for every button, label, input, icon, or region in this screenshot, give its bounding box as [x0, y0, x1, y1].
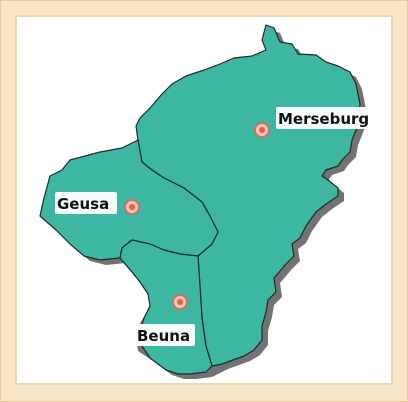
- region-beuna[interactable]: [119, 239, 213, 375]
- label-bg-merseburg: [276, 107, 372, 129]
- marker-beuna[interactable]: [172, 294, 188, 310]
- marker-merseburg[interactable]: [254, 122, 270, 138]
- label-bg-geusa: [55, 192, 117, 214]
- place-label-merseburg: Merseburg: [278, 110, 369, 128]
- place-label-beuna: Beuna: [137, 327, 190, 345]
- label-bg-beuna: [135, 324, 195, 346]
- marker-geusa[interactable]: [124, 199, 140, 215]
- place-label-geusa: Geusa: [57, 195, 109, 213]
